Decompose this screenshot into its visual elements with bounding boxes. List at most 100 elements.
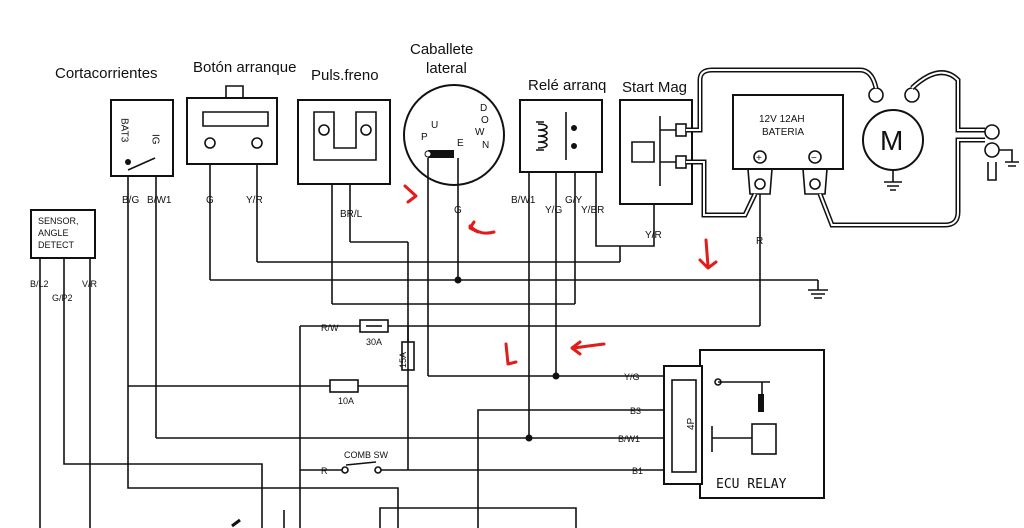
battery-cables xyxy=(686,67,1019,228)
junction-yg xyxy=(552,372,560,380)
caballete-w: W xyxy=(475,127,485,138)
red-mark-1 xyxy=(403,184,418,204)
rele-coil xyxy=(536,121,548,151)
red-mark-4 xyxy=(504,342,518,366)
wire-rele-ybr xyxy=(595,172,655,247)
freno-contact-right xyxy=(360,124,372,136)
frame-ground-bracket xyxy=(987,162,997,181)
caballete-contact-bar xyxy=(428,150,454,158)
caballete-title-2: lateral xyxy=(426,60,467,77)
bat-label: BAT3 xyxy=(119,118,130,143)
ecu-connector-inner xyxy=(671,379,697,473)
bateria-lug-plus-hole xyxy=(754,178,766,190)
rele-pin-ybr: Y/BR xyxy=(581,205,604,216)
sensor-line2: ANGLE xyxy=(38,228,69,238)
frame-ground-terminal-1 xyxy=(984,124,1000,140)
caballete-n: N xyxy=(482,140,489,151)
rele-pin-bw1: B/W1 xyxy=(511,195,536,206)
motor-ground-symbol xyxy=(884,181,902,191)
ecu-yg-label: Y/G xyxy=(624,372,640,382)
rele-arranq: Relé arranq B/W1 Y/G G/Y Y/BR xyxy=(511,77,606,216)
bateria-lug-minus-hole xyxy=(809,178,821,190)
rw-label: R/W xyxy=(321,323,339,333)
caballete-u: U xyxy=(431,120,438,131)
sensor-pin-gp2: G/P2 xyxy=(52,293,73,303)
cable-motor-frame xyxy=(910,70,985,133)
ecu-relay: 4P ECU RELAY xyxy=(663,349,825,499)
switch-contact xyxy=(125,159,131,165)
bateria-line2: BATERIA xyxy=(762,127,804,138)
bateria-plus: + xyxy=(756,153,762,164)
frame-ground-terminal-2 xyxy=(984,142,1000,158)
sensor-line3: DETECT xyxy=(38,240,75,250)
boton-contact-left xyxy=(204,137,216,149)
comb-r-label: R xyxy=(321,466,328,476)
sensor-box xyxy=(30,209,96,259)
ig-label: IG xyxy=(150,134,161,145)
fuse-10a xyxy=(329,379,359,393)
caballete-pivot xyxy=(424,150,432,158)
ecu-label: ECU RELAY xyxy=(716,477,787,492)
start-mag: Start Mag Y/R xyxy=(619,79,693,241)
caballete-d: D xyxy=(480,103,487,114)
bateria-lug-minus xyxy=(802,168,828,195)
junction-bw1 xyxy=(525,434,533,442)
wire-bottom-2 xyxy=(379,507,577,528)
rele-pin-yg: Y/G xyxy=(545,205,562,216)
comb-switch-blade xyxy=(345,461,377,466)
junction-g xyxy=(454,276,462,284)
rele-box xyxy=(519,99,603,173)
freno-title: Puls.freno xyxy=(311,67,379,84)
cortacorrientes-title: Cortacorrientes xyxy=(55,65,158,82)
red-mark-5 xyxy=(570,340,606,356)
freno-pin: BR/L xyxy=(340,209,363,220)
freno-contacts xyxy=(313,111,377,161)
frame-ground-symbol xyxy=(999,149,1019,167)
fuse-15a-label: 15A xyxy=(398,352,408,368)
rele-contact-1 xyxy=(571,125,577,131)
comb-label: COMB SW xyxy=(344,450,389,460)
startmag-solenoid xyxy=(631,116,676,186)
ground-symbol xyxy=(808,280,828,299)
bateria-line1: 12V 12AH xyxy=(759,114,805,125)
caballete-lateral: Caballete lateral P U E D O W N G xyxy=(403,41,505,216)
ecu-coil xyxy=(751,423,777,455)
boton-title: Botón arranque xyxy=(193,59,296,76)
motor: M xyxy=(862,87,924,191)
bateria-minus: − xyxy=(811,153,817,164)
rele-contact-2 xyxy=(571,143,577,149)
caballete-title-1: Caballete xyxy=(410,41,473,58)
ecu-coil-leads xyxy=(711,426,752,452)
ecu-b1-label: B1 xyxy=(632,466,643,476)
startmag-title: Start Mag xyxy=(622,79,687,96)
puls-freno: Puls.freno BR/L xyxy=(297,67,391,220)
wire-ecu-b3 xyxy=(477,409,664,528)
rele-title: Relé arranq xyxy=(528,77,606,94)
red-mark-2b xyxy=(468,220,480,234)
bateria-minus-terminal xyxy=(808,150,822,164)
rele-pin-gy: G/Y xyxy=(565,195,583,206)
bateria-plus-terminal xyxy=(753,150,767,164)
pin-bw1: B/W1 xyxy=(147,195,172,206)
wire-sensor-gp2 xyxy=(63,258,263,528)
freno-contact-left xyxy=(318,124,330,136)
boton-contact-right xyxy=(251,137,263,149)
ecu-4p: 4P xyxy=(686,417,697,430)
ecu-b3-label: B3 xyxy=(630,406,641,416)
caballete-p: P xyxy=(421,132,428,143)
boton-plunger xyxy=(202,85,269,127)
fuse-30a-label: 30A xyxy=(366,337,382,347)
boton-arranque: Botón arranque G Y/R xyxy=(186,59,296,206)
fuse-10a-label: 10A xyxy=(338,396,354,406)
caballete-o: O xyxy=(481,115,489,126)
motor-terminal-2 xyxy=(904,87,920,103)
ecu-bw1-label: B/W1 xyxy=(618,434,640,444)
wires: R/W 30A 15A 10A Y/G B3 B/W1 COMB SW R B1 xyxy=(39,158,828,528)
cortacorrientes: Cortacorrientes BAT3 IG B/G B/W1 xyxy=(55,65,174,206)
motor-terminal-1 xyxy=(868,87,884,103)
cortacorrientes-box xyxy=(110,99,174,177)
caballete-e: E xyxy=(457,138,464,149)
bateria: 12V 12AH BATERIA + − R xyxy=(732,94,844,247)
red-mark-3 xyxy=(698,238,718,270)
